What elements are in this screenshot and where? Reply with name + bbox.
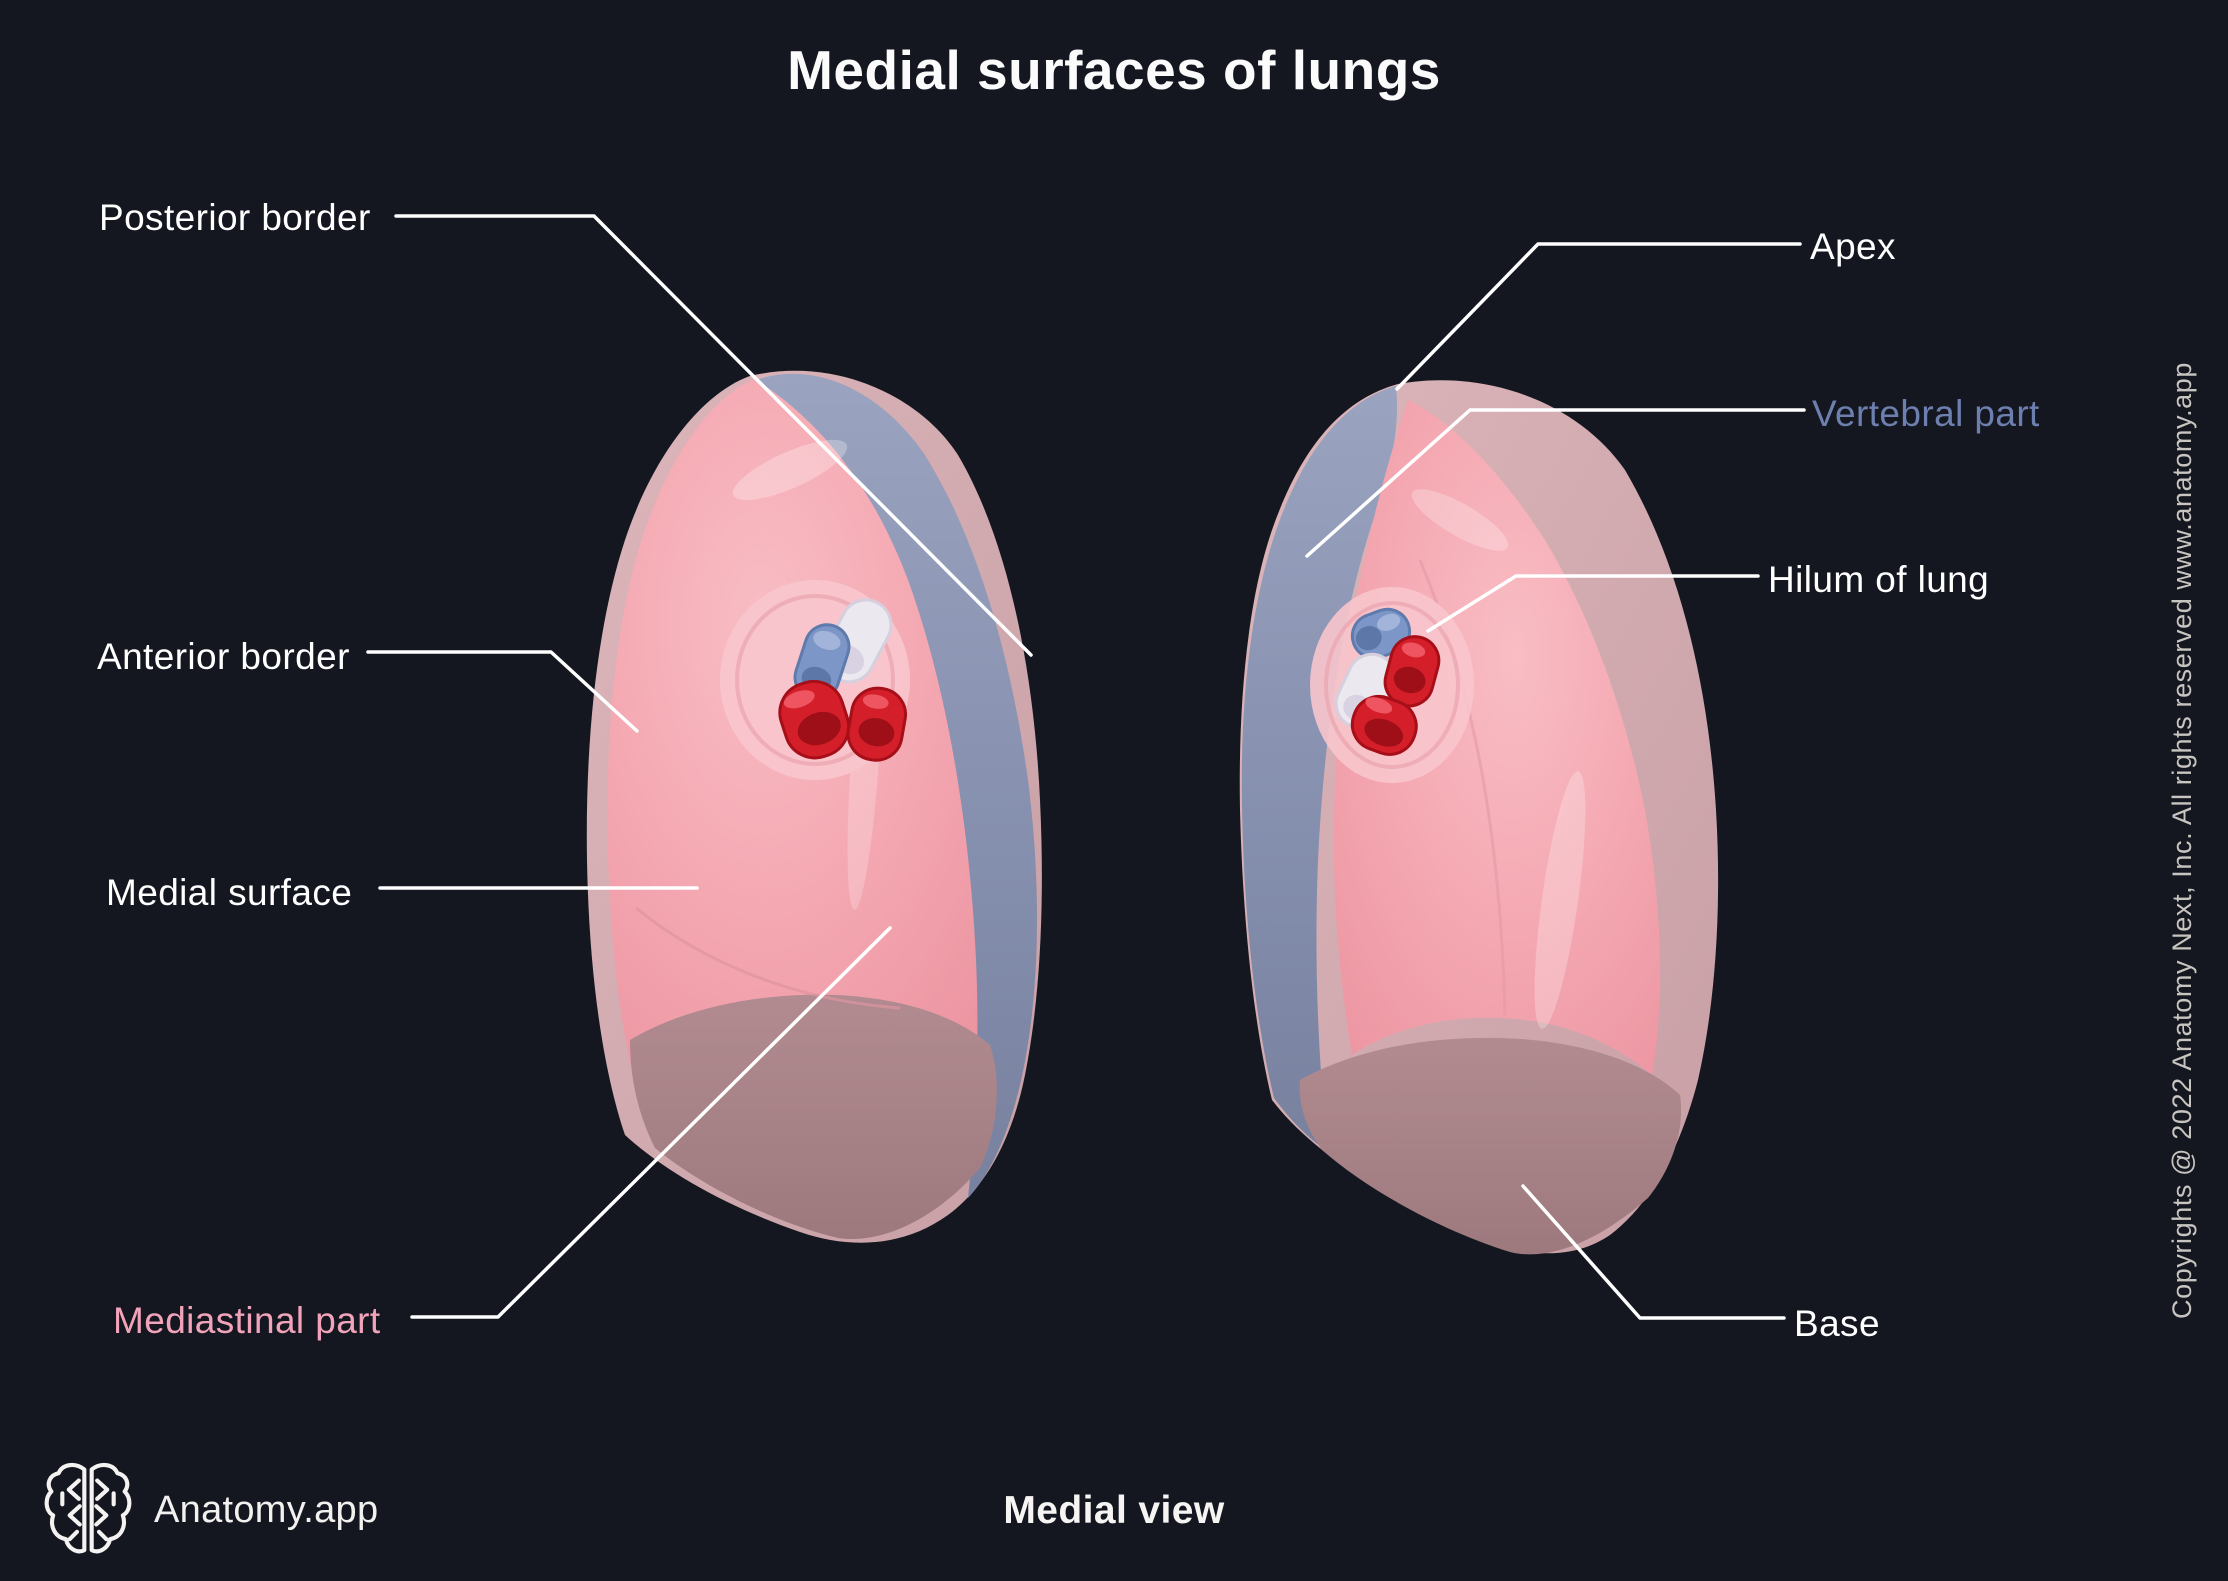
brain-logo-icon xyxy=(44,1460,132,1561)
right-figure-highlight xyxy=(1534,771,1586,1029)
right-figure-highlight xyxy=(1411,489,1509,551)
label-vertebral-part: Vertebral part xyxy=(1812,393,2040,434)
right-figure-vertebral-part xyxy=(1241,386,1398,1152)
right-figure-hilum-ring xyxy=(1324,601,1460,769)
leader-line-hilum-of-lung xyxy=(1426,574,1760,633)
left-red-vessel-b xyxy=(846,686,908,762)
left-red-vessel-a xyxy=(778,679,851,760)
label-medial-surface: Medial surface xyxy=(106,872,353,913)
label-mediastinal-part: Mediastinal part xyxy=(113,1300,381,1341)
label-hilum-of-lung: Hilum of lung xyxy=(1768,559,1990,600)
brand-name: Anatomy.app xyxy=(154,1489,379,1531)
view-caption: Medial view xyxy=(1003,1489,1225,1532)
left-figure-fissure xyxy=(635,906,901,1010)
label-posterior-border: Posterior border xyxy=(99,197,371,238)
label-base: Base xyxy=(1794,1303,1880,1344)
left-figure-hilum-ring xyxy=(735,594,895,766)
left-figure-highlight xyxy=(732,439,848,501)
label-apex: Apex xyxy=(1810,226,1896,267)
leader-line-base xyxy=(1521,1184,1786,1320)
page-title: Medial surfaces of lungs xyxy=(787,39,1441,101)
right-red-vessel-b xyxy=(1350,694,1418,756)
lung-right-figure xyxy=(1239,380,1719,1255)
leader-line-vertebral-part xyxy=(1305,408,1806,558)
right-figure-base xyxy=(1299,1037,1682,1255)
leader-line-mediastinal-part xyxy=(410,926,892,1319)
right-figure-medial-surface xyxy=(1333,400,1661,1075)
lung-left-figure xyxy=(586,370,1042,1243)
leader-line-anterior-border xyxy=(366,650,639,733)
label-anterior-border: Anterior border xyxy=(97,636,350,677)
leader-lines xyxy=(366,214,1806,1320)
leader-line-apex xyxy=(1395,242,1802,391)
copyright-vertical-text: Copyrights @ 2022 Anatomy Next, Inc. All… xyxy=(2167,361,2197,1319)
left-figure-base xyxy=(630,994,997,1240)
left-figure-vertebral-part xyxy=(756,373,1038,1198)
leader-line-posterior-border xyxy=(394,214,1033,657)
brand-logo: Anatomy.app xyxy=(44,1460,378,1561)
